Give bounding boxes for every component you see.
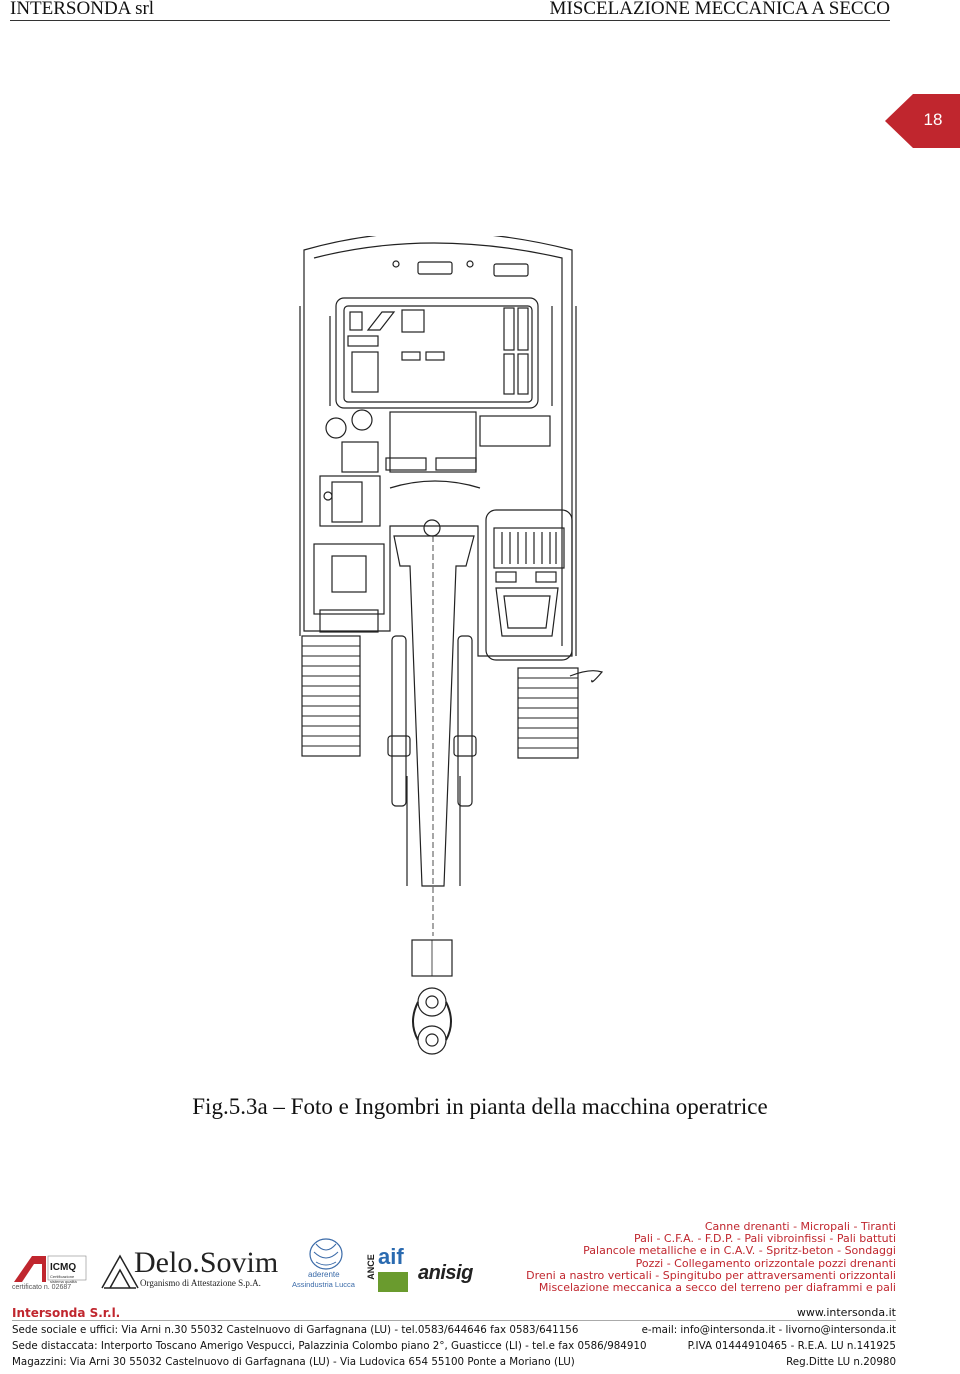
footer-company: Intersonda S.r.l. bbox=[12, 1306, 121, 1320]
footer-contact: e-mail: info@intersonda.it - livorno@int… bbox=[641, 1324, 896, 1336]
page-number-tab: 18 bbox=[885, 94, 960, 148]
header-section-title: MISCELAZIONE MECCANICA A SECCO bbox=[549, 0, 890, 19]
service-line: Dreni a nastro verticali - Spingitubo pe… bbox=[526, 1268, 896, 1282]
assindustria-logo: aderente Assindustria Lucca bbox=[292, 1238, 360, 1294]
running-header: INTERSONDA srl MISCELAZIONE MECCANICA A … bbox=[10, 0, 890, 21]
icmq-text: ICMQ bbox=[50, 1262, 77, 1273]
ance-text: ANCE bbox=[365, 1254, 376, 1280]
anisig-text: anisig bbox=[418, 1262, 473, 1284]
delosovim-text: Delo.Sovim bbox=[134, 1246, 279, 1279]
service-line: Miscelazione meccanica a secco del terre… bbox=[538, 1281, 896, 1295]
header-company: INTERSONDA srl bbox=[10, 0, 155, 19]
footer-row: Magazzini: Via Arni 30 55032 Castelnuovo… bbox=[12, 1356, 896, 1370]
services-list: Canne drenanti - Micropali - Tiranti Pal… bbox=[476, 1220, 896, 1295]
page-number: 18 bbox=[923, 110, 943, 129]
footer-contact: P.IVA 01444910465 - R.E.A. LU n.141925 bbox=[687, 1340, 896, 1352]
anisig-logo: anisig bbox=[418, 1262, 498, 1288]
footer-address: Sede distaccata: Interporto Toscano Amer… bbox=[12, 1340, 647, 1352]
service-line: Palancole metalliche e in C.A.V. - Sprit… bbox=[583, 1244, 896, 1258]
certificate-number: certificato n. 02687 bbox=[12, 1284, 72, 1291]
service-line: Pozzi - Collegamento orizzontale pozzi d… bbox=[635, 1256, 896, 1270]
footer-row: Sede sociale e uffici: Via Arni n.30 550… bbox=[12, 1324, 896, 1338]
footer-address: Magazzini: Via Arni 30 55032 Castelnuovo… bbox=[12, 1356, 575, 1368]
certification-logos: ICMQ Certificazione sistema qualità cert… bbox=[12, 1236, 502, 1296]
ance-aif-logo: ANCE aif bbox=[364, 1244, 412, 1294]
footer-contact: Reg.Ditte LU n.20980 bbox=[786, 1356, 896, 1368]
service-line: Pali - C.F.A. - F.D.P. - Pali vibroinfis… bbox=[633, 1232, 896, 1246]
figure-caption: Fig.5.3a – Foto e Ingombri in pianta del… bbox=[192, 1094, 768, 1119]
footer-address: Sede sociale e uffici: Via Arni n.30 550… bbox=[12, 1324, 579, 1336]
delosovim-subtext: Organismo di Attestazione S.p.A. bbox=[140, 1278, 261, 1288]
footer-rule bbox=[12, 1320, 896, 1321]
service-line: Canne drenanti - Micropali - Tiranti bbox=[704, 1220, 896, 1233]
aif-text: aif bbox=[378, 1244, 404, 1269]
icmq-logo: ICMQ Certificazione sistema qualità cert… bbox=[12, 1244, 88, 1291]
footer-row: Sede distaccata: Interporto Toscano Amer… bbox=[12, 1340, 896, 1354]
page-footer: Intersonda S.r.l. www.intersonda.it Sede… bbox=[12, 1306, 896, 1368]
assindustria-text-1: aderente bbox=[308, 1270, 340, 1279]
delosovim-logo: Delo.Sovim Organismo di Attestazione S.p… bbox=[100, 1246, 290, 1292]
icmq-subtext: Certificazione sistema qualità bbox=[50, 1274, 77, 1284]
machine-plan-drawing bbox=[290, 231, 620, 1066]
footer-website[interactable]: www.intersonda.it bbox=[796, 1306, 896, 1319]
assindustria-text-2: Assindustria Lucca bbox=[292, 1280, 355, 1289]
